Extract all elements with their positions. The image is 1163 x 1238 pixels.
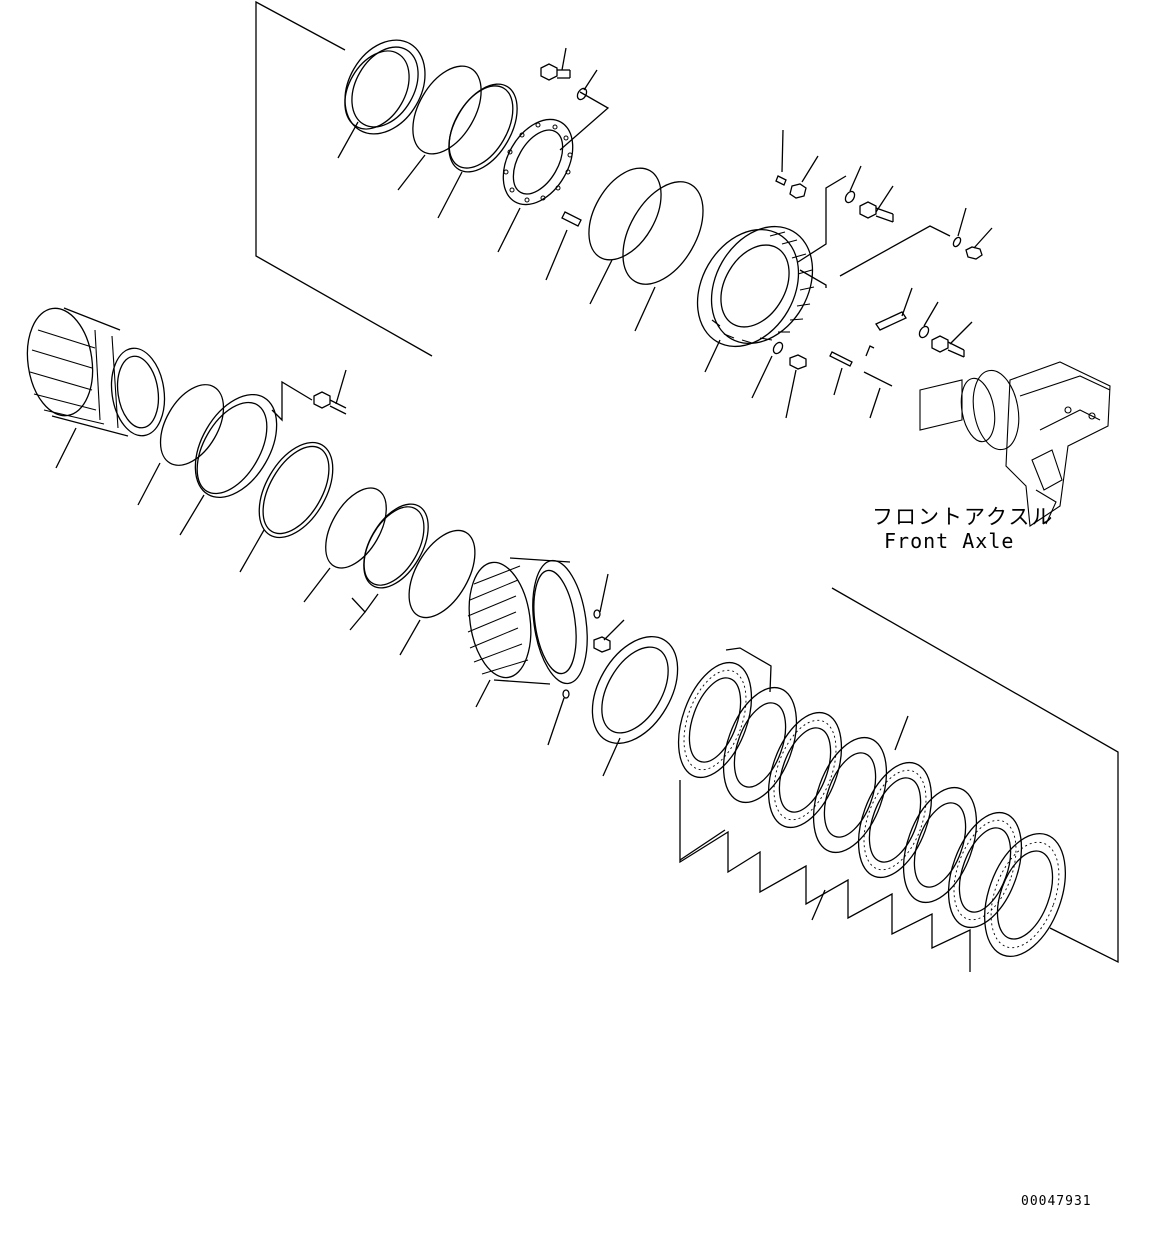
upper-group-frame <box>255 0 433 357</box>
clutch-disc <box>902 786 978 904</box>
dowel-pin <box>545 211 582 281</box>
piston-housing-part <box>696 175 847 373</box>
clutch-drum-part <box>26 307 166 469</box>
snap-ring-middle <box>137 384 225 506</box>
seal-ring-part <box>337 39 426 159</box>
clutch-disc <box>812 736 888 854</box>
clutch-disc <box>857 761 933 879</box>
document-number: 00047931 <box>1021 1194 1092 1209</box>
o-ring-pair-top <box>397 65 518 219</box>
bearing-ring-part <box>179 369 347 536</box>
adjusting-parts <box>751 287 973 419</box>
clutch-disc <box>984 832 1066 958</box>
splined-drum-part <box>467 557 625 746</box>
clutch-disc <box>722 686 798 804</box>
clutch-disc-pack <box>677 661 1066 972</box>
bleeder-parts <box>775 129 993 277</box>
clutch-disc-frame <box>679 587 1119 964</box>
bolt-top <box>540 47 598 101</box>
front-axle-label-jp: フロントアクスル <box>872 505 1054 529</box>
seal-ring-pair-middle <box>588 167 704 332</box>
front-axle-label-en: Front Axle <box>884 529 1014 553</box>
clutch-disc <box>767 711 843 829</box>
thrust-washer-part <box>591 635 679 777</box>
retainer-plate-part <box>497 91 610 253</box>
clutch-disc <box>677 661 753 779</box>
front-axle-sketch <box>919 361 1111 527</box>
o-ring-large-middle <box>239 441 334 573</box>
o-ring-group-lower <box>303 487 476 656</box>
